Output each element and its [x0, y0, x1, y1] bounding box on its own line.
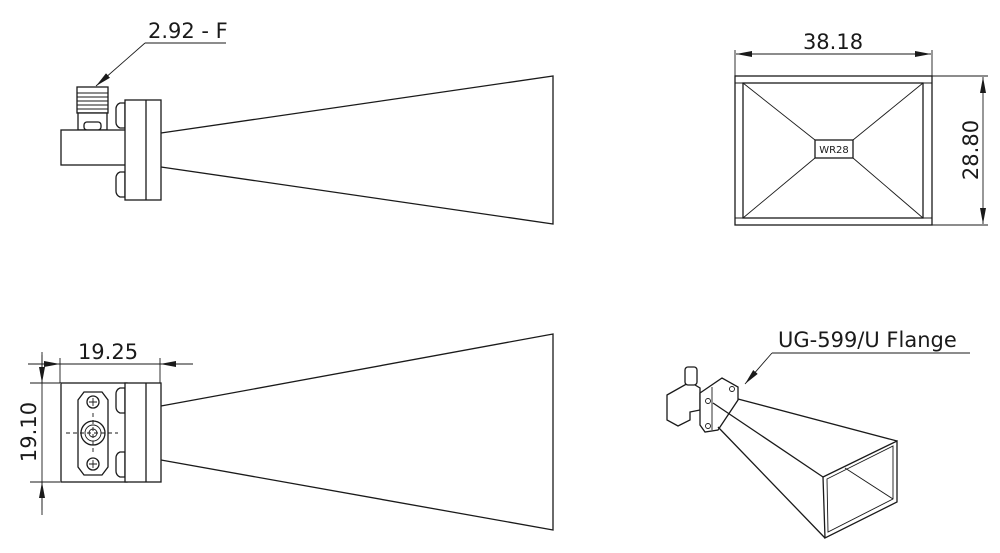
screw-icon	[86, 457, 100, 471]
screw-icon	[86, 395, 100, 409]
height-dimension: 28.80	[959, 120, 983, 180]
bolt-head	[115, 171, 126, 198]
flange-label: UG-599/U Flange	[778, 328, 957, 352]
horn-side	[160, 75, 554, 225]
connector	[76, 86, 109, 131]
bottom-view: 19.25 19.10	[17, 333, 554, 531]
horn-aperture	[822, 439, 898, 540]
side-view: 2.92 - F	[60, 19, 554, 225]
adapter-body	[60, 129, 128, 166]
iso-view: UG-599/U Flange	[666, 328, 970, 540]
height-dimension: 19.10	[17, 402, 41, 462]
bolt-head	[115, 102, 126, 129]
connector	[684, 366, 698, 386]
connector-plate	[77, 391, 109, 476]
front-view: WR28 38.18 28.80	[734, 30, 988, 226]
flange	[124, 99, 162, 201]
waveguide-box	[814, 139, 854, 159]
width-dimension: 38.18	[803, 30, 863, 54]
flange	[699, 377, 739, 433]
connector-leader	[95, 42, 146, 87]
width-dimension: 19.25	[78, 340, 138, 364]
horn-bottom	[160, 333, 554, 531]
horn-edges	[712, 398, 898, 539]
flange	[124, 382, 162, 483]
connector-label: 2.92 - F	[148, 19, 228, 43]
waveguide-label: WR28	[819, 145, 849, 156]
adapter-body	[666, 381, 701, 427]
